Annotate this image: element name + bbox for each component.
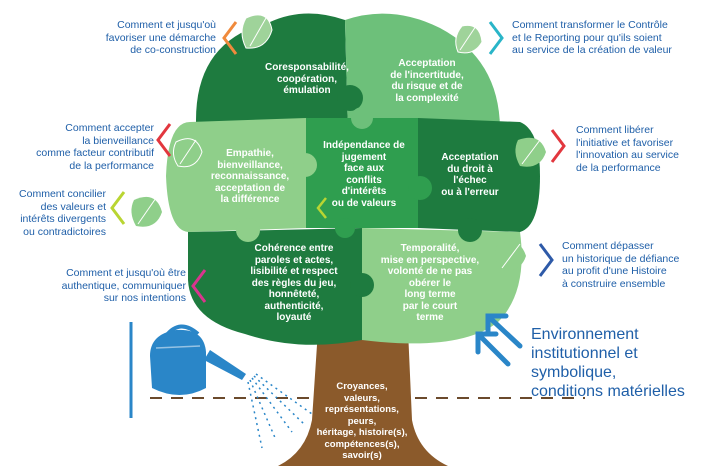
chevron-right-icon [538, 243, 554, 277]
leaf-icon [131, 196, 162, 227]
leaf-icon [455, 24, 483, 54]
chevron-right-icon [488, 21, 504, 55]
canopy-bubble-top-left [196, 13, 348, 135]
puzzle-piece-mid-right [418, 118, 540, 232]
trunk-text: Croyances,valeurs,représentations,peurs,… [316, 381, 408, 461]
leaf-icon [172, 138, 203, 168]
chevron-left-icon [110, 191, 126, 225]
leaf-icon [515, 137, 546, 167]
piece-text-bottom-right: Temporalité,mise en perspective,volonté … [380, 243, 480, 323]
watering-can-icon [129, 322, 246, 418]
piece-text-mid-left: Empathie,bienveillance,reconnaissance,ac… [210, 148, 290, 205]
chevron-left-icon [191, 269, 207, 303]
puzzle-knobs [236, 85, 482, 297]
environment-arrows-icon [475, 313, 523, 367]
tree-trunk [278, 330, 448, 466]
water-drops [247, 373, 313, 449]
puzzle-piece-bottom-left [188, 228, 362, 345]
chevron-right-icon [550, 129, 566, 163]
chevron-left-icon [316, 197, 327, 219]
puzzle-piece-mid-left [166, 118, 306, 232]
leaf-icon [495, 241, 526, 271]
leaf-icon [241, 14, 273, 49]
piece-text-top-left: Coresponsabilité,coopération,émulation [265, 62, 349, 96]
chevron-left-icon [222, 21, 238, 55]
puzzle-piece-center [306, 118, 418, 228]
chevron-left-icon [156, 123, 172, 157]
puzzle-piece-bottom-right [362, 228, 522, 344]
